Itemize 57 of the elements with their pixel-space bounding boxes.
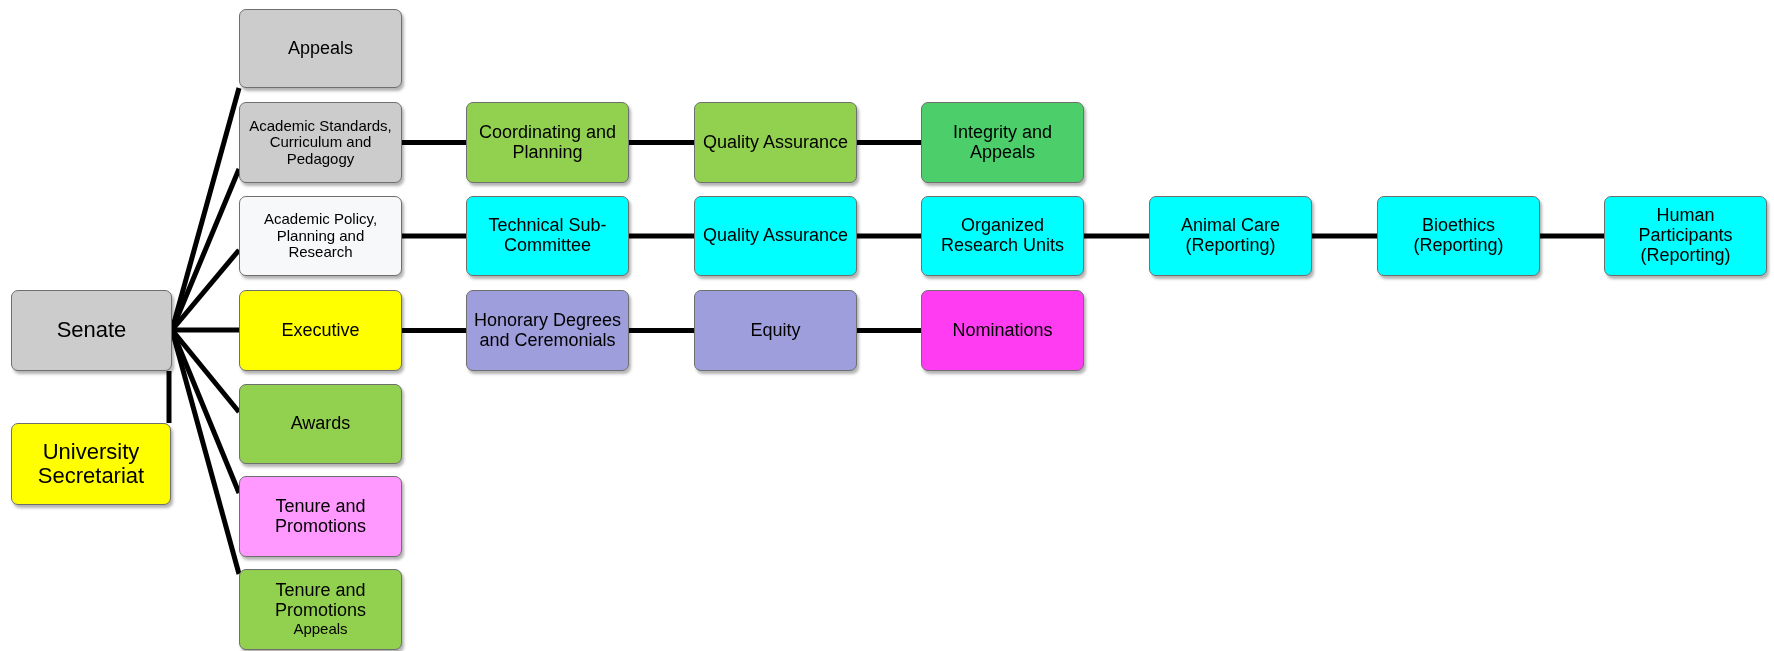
committee-name: Tenure and Promotions [273, 496, 367, 537]
connector-line [1084, 233, 1149, 239]
committee-box [921, 196, 1084, 276]
committee-name: Nominations [952, 320, 1053, 341]
committee-subtitle: Appeals [293, 621, 348, 638]
connector-line [402, 328, 466, 333]
connector-line [402, 233, 466, 239]
committee-box [11, 290, 172, 371]
committee-box [694, 196, 857, 276]
committee-name: Bioethics (Reporting) [1412, 216, 1505, 256]
committee-name: Organized Research Units [939, 216, 1065, 256]
committee-box [694, 102, 857, 183]
committee-box [1149, 196, 1312, 276]
committee-box [466, 196, 629, 276]
committee-box [1604, 196, 1767, 276]
connector-line [629, 328, 694, 333]
committee-name: Equity [750, 320, 801, 341]
connector-line [402, 140, 466, 145]
committee-name: Honorary Degrees and Ceremonials [472, 310, 623, 351]
committee-name: Appeals [287, 38, 354, 59]
committee-name: Animal Care (Reporting) [1179, 216, 1281, 256]
committee-box [239, 290, 402, 371]
committee-name: Awards [290, 414, 351, 434]
committee-name: Academic Policy, Planning and Research [262, 211, 379, 261]
connector-line [857, 328, 921, 333]
connector-line [629, 140, 694, 145]
committee-box [921, 102, 1084, 183]
connector-line [1540, 233, 1604, 239]
committee-box [239, 102, 402, 183]
connector-line [857, 140, 921, 145]
committee-box [239, 196, 402, 276]
committee-box [239, 9, 402, 88]
committee-box [239, 476, 402, 557]
committee-name: Academic Standards, Curriculum and Pedagogy [248, 117, 393, 168]
committee-name: Senate [56, 318, 127, 343]
committee-box [1377, 196, 1540, 276]
committee-name: Executive [281, 320, 360, 341]
committee-box [466, 290, 629, 371]
committee-box [11, 423, 171, 505]
committee-box [239, 569, 402, 650]
committee-box [921, 290, 1084, 371]
committee-name: Quality Assurance [702, 132, 849, 153]
connector-line [1312, 233, 1377, 239]
committee-name: University Secretariat [36, 439, 146, 489]
connector-line [166, 371, 172, 423]
committee-name: Human Participants (Reporting) [1637, 206, 1734, 266]
committee-box [466, 102, 629, 183]
connector-line [857, 233, 921, 239]
committee-name: Integrity and Appeals [951, 122, 1054, 163]
committee-name: Technical Sub-Committee [487, 216, 608, 256]
committee-name: Quality Assurance [702, 226, 849, 246]
connector-line [629, 233, 694, 239]
committee-box [239, 384, 402, 464]
committee-name: Tenure and Promotions [273, 581, 367, 622]
committee-name: Coordinating and Planning [477, 122, 618, 163]
connector-line [172, 327, 239, 333]
committee-box [694, 290, 857, 371]
